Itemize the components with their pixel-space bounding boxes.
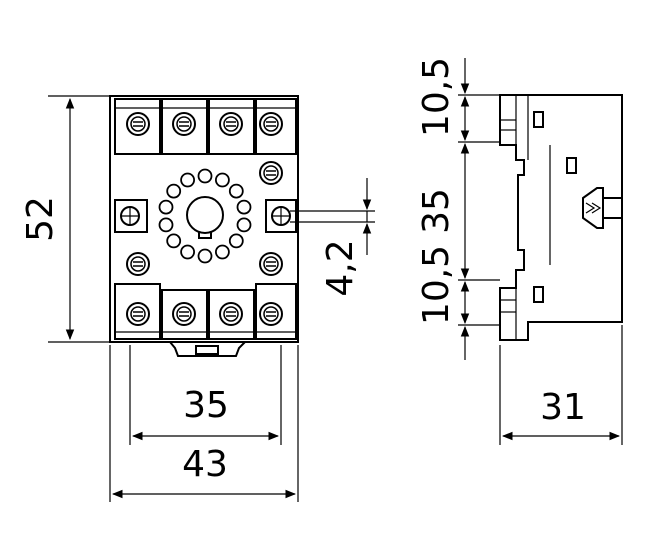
right-mounting-hole-icon: [265, 199, 297, 233]
pin-hole-icon: [158, 199, 174, 215]
screw-terminal-icon: [259, 112, 283, 136]
side-middle-dimension-label: 35: [416, 188, 457, 234]
screw-terminal-group: [126, 112, 283, 326]
release-clip: [169, 341, 246, 357]
screw-terminal-icon: [126, 112, 150, 136]
pin-hole-icon: [236, 217, 252, 233]
side-view: [499, 94, 623, 341]
side-slot-bottom: [533, 286, 544, 303]
side-bottom-dimension-label: 10,5: [416, 245, 457, 325]
pin-hole-icon: [166, 233, 182, 249]
offset-dimension-label: 4,2: [320, 239, 361, 296]
depth-dimension-label: 31: [540, 387, 586, 428]
pin-hole-icon: [214, 244, 230, 260]
pin-hole-icon: [236, 199, 252, 215]
front-dimensions: 52 35 43 4,2: [20, 95, 375, 502]
side-top-dimension-label: 10,5: [416, 57, 457, 137]
screw-terminal-icon: [172, 302, 196, 326]
center-key-hole-icon: [186, 196, 224, 234]
screw-terminal-icon: [259, 161, 283, 185]
pin-hole-icon: [197, 248, 213, 264]
pin-hole-icon: [214, 172, 230, 188]
socket-body-outline: [109, 95, 299, 343]
pin-hole-icon: [166, 183, 182, 199]
left-mounting-hole-icon: [114, 199, 148, 233]
pin-hole-icon: [180, 244, 196, 260]
pin-hole-icon: [158, 217, 174, 233]
pin-hole-icon: [197, 168, 213, 184]
screw-terminal-icon: [259, 252, 283, 276]
pin-pitch-dimension-label: 35: [183, 385, 229, 426]
screw-terminal-icon: [259, 302, 283, 326]
pin-hole-ring: [158, 168, 252, 264]
height-dimension-label: 52: [20, 196, 61, 242]
screw-terminal-icon: [219, 302, 243, 326]
top-terminal-row: [114, 98, 297, 155]
width-dimension-label: 43: [182, 444, 228, 485]
screw-terminal-icon: [172, 112, 196, 136]
screw-terminal-icon: [219, 112, 243, 136]
pin-hole-icon: [228, 183, 244, 199]
screw-terminal-icon: [126, 302, 150, 326]
pin-hole-icon: [228, 233, 244, 249]
side-slot-top: [533, 111, 544, 128]
pin-hole-icon: [180, 172, 196, 188]
side-body-outline: [499, 94, 623, 341]
clip-arrow-icon: [582, 187, 622, 229]
front-view: [109, 95, 299, 357]
side-slot-middle: [566, 157, 577, 174]
screw-terminal-icon: [126, 252, 150, 276]
bottom-terminal-row: [114, 283, 297, 340]
side-dimensions: 10,5 35 10,5 31: [416, 57, 623, 445]
